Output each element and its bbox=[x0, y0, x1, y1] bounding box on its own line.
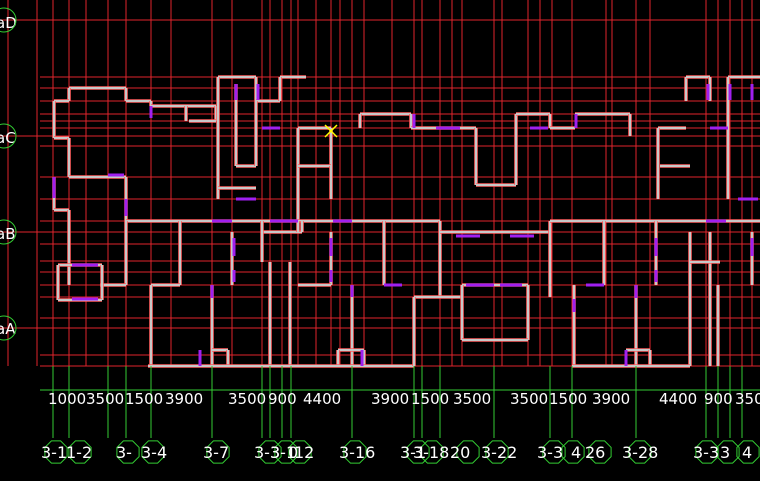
axis-bubble-label: 3-1 bbox=[41, 443, 67, 462]
dimension-value: 3500 bbox=[86, 390, 124, 408]
axis-bubble-label: 3-16 bbox=[339, 443, 375, 462]
dimension-lines bbox=[40, 366, 760, 438]
axis-bubble-label: 3 bbox=[720, 443, 730, 462]
axis-bubble-label: 3-18 bbox=[413, 443, 449, 462]
column-axis-labels: 3-1 1-2 3- 3-4 3-7 3-3 3-1 0 12 3-16 3-1… bbox=[41, 443, 752, 462]
axis-bubble-label: 12 bbox=[294, 443, 314, 462]
axis-bubble-label: 3-4 bbox=[141, 443, 167, 462]
vertical-grid-lines bbox=[7, 0, 753, 366]
dimension-value: 4400 bbox=[303, 390, 341, 408]
row-axis-bubble bbox=[0, 7, 17, 33]
axis-bubble-label: 3-1 bbox=[400, 443, 426, 462]
axis-bubble-label: 0 bbox=[288, 443, 298, 462]
axis-bubble bbox=[456, 440, 480, 464]
axis-bubble bbox=[561, 440, 585, 464]
axis-bubble bbox=[628, 440, 652, 464]
axis-bubble bbox=[542, 440, 566, 464]
row-axis-label: aA bbox=[0, 320, 16, 338]
row-axis-label: aB bbox=[0, 225, 15, 243]
dimension-value: 3500 bbox=[228, 390, 266, 408]
dimension-value: 3900 bbox=[592, 390, 630, 408]
axis-bubble-label: 26 bbox=[585, 443, 605, 462]
dimension-value: 3500 bbox=[453, 390, 491, 408]
axis-bubble bbox=[588, 440, 612, 464]
axis-bubble-label: 3-7 bbox=[203, 443, 229, 462]
window-segments bbox=[52, 84, 758, 366]
axis-bubble-label: 3- bbox=[116, 443, 132, 462]
axis-bubble bbox=[485, 440, 509, 464]
axis-bubble-label: 4 bbox=[571, 443, 581, 462]
row-axis-bubble bbox=[0, 315, 17, 341]
dimension-value: 900 bbox=[704, 390, 733, 408]
floor-plan-walls bbox=[52, 75, 760, 368]
axis-bubble-label: 3-3 bbox=[693, 443, 719, 462]
axis-bubble bbox=[406, 440, 430, 464]
dimension-value: 1500 bbox=[549, 390, 587, 408]
axis-bubble bbox=[288, 440, 312, 464]
row-axis-bubble bbox=[0, 123, 17, 149]
dimension-value: 1500 bbox=[411, 390, 449, 408]
dimension-value: 350 bbox=[735, 390, 760, 408]
row-axis-label: aD bbox=[0, 14, 17, 32]
column-axis-bubbles bbox=[0, 7, 760, 464]
axis-bubble bbox=[116, 440, 140, 464]
dimension-value: 4400 bbox=[659, 390, 697, 408]
dimension-value: 900 bbox=[268, 390, 297, 408]
axis-bubble bbox=[420, 440, 444, 464]
axis-bubble-label: 3-28 bbox=[622, 443, 658, 462]
dimension-value: 3900 bbox=[165, 390, 203, 408]
axis-bubble bbox=[141, 440, 165, 464]
axis-bubble-label: 3-3 bbox=[254, 443, 280, 462]
axis-bubble bbox=[695, 440, 719, 464]
dimension-text-row: 1000 3500 1500 3900 3500 900 4400 3900 1… bbox=[48, 390, 760, 408]
axis-bubble bbox=[206, 440, 230, 464]
dimension-value: 3500 bbox=[510, 390, 548, 408]
axis-bubble bbox=[736, 440, 760, 464]
axis-bubble bbox=[343, 440, 367, 464]
axis-bubble-label: 4 bbox=[742, 443, 752, 462]
axis-bubble bbox=[258, 440, 282, 464]
row-axis-bubble bbox=[0, 219, 17, 245]
axis-bubble-label: 3-1 bbox=[270, 443, 296, 462]
horizontal-grid-lines bbox=[0, 19, 760, 367]
axis-bubble bbox=[44, 440, 68, 464]
cursor-crosshair-icon bbox=[324, 124, 338, 138]
axis-bubble-label: 20 bbox=[450, 443, 470, 462]
axis-bubble-label: 1-2 bbox=[66, 443, 92, 462]
axis-bubble bbox=[274, 440, 298, 464]
axis-bubble-label: 3-22 bbox=[481, 443, 517, 462]
dimension-value: 3900 bbox=[371, 390, 409, 408]
row-axis-label: aC bbox=[0, 129, 16, 147]
dimension-value: 1500 bbox=[125, 390, 163, 408]
axis-bubble-label: 3-3 bbox=[537, 443, 563, 462]
dimension-value: 1000 bbox=[48, 390, 86, 408]
axis-bubble bbox=[68, 440, 92, 464]
axis-bubble bbox=[716, 440, 740, 464]
